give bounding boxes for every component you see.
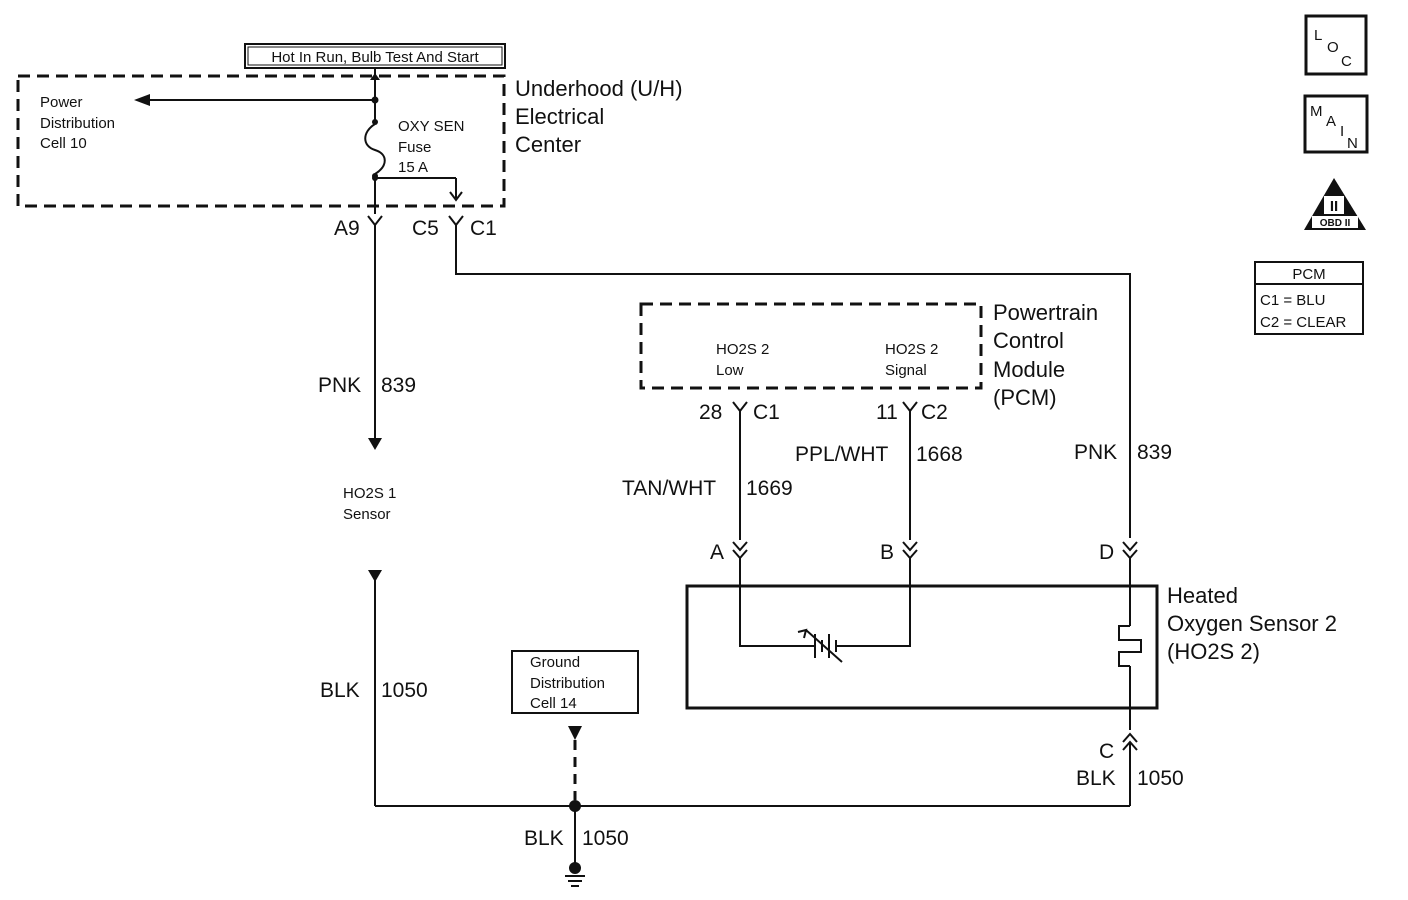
main-icon: M A I N: [1303, 94, 1369, 154]
pcm-module: HO2S 2 Low HO2S 2 Signal Powertrain Cont…: [639, 300, 1098, 410]
power-distribution-label-2: Distribution: [40, 115, 115, 132]
arrow-down-icon: [368, 438, 382, 450]
fuse-label-2: Fuse: [398, 139, 431, 156]
pcm-legend-c1: C1 = BLU: [1260, 292, 1325, 309]
sensor2-title-2: Oxygen Sensor 2: [1167, 611, 1337, 636]
ground-icon: [565, 875, 585, 887]
ground-box-label-1: Ground: [530, 654, 580, 671]
fuse-label-3: 15 A: [398, 159, 428, 176]
uh-center-title-1: Underhood (U/H): [515, 76, 683, 101]
sensor2-title-1: Heated: [1167, 583, 1238, 608]
wire-blk-bottom-color: BLK: [524, 827, 564, 850]
connector-pcm-c2-label: C2: [921, 401, 948, 424]
wire-ppl-circuit: 1668: [916, 443, 963, 466]
wire-blk-left-color: BLK: [320, 679, 360, 702]
underhood-electrical-center: Power Distribution Cell 10 OXY SEN Fuse …: [16, 68, 683, 214]
heater-element-icon: [1118, 625, 1142, 667]
wire-blk-right-circuit: 1050: [1137, 767, 1184, 790]
arrow-down-icon-ground-cell: [568, 726, 582, 740]
uh-center-title-2: Electrical: [515, 104, 604, 129]
pcm-low-label-2: Low: [716, 362, 744, 379]
pcm-title-1: Powertrain: [993, 300, 1098, 325]
pcm-title-4: (PCM): [993, 385, 1057, 410]
connector-a9-label: A9: [334, 217, 360, 240]
wire-ppl-color: PPL/WHT: [795, 443, 889, 466]
ho2s1-label-2: Sensor: [343, 506, 391, 523]
power-distribution-label-1: Power: [40, 94, 83, 111]
loc-letter-c: C: [1341, 53, 1352, 70]
wire-blk-bottom-circuit: 1050: [582, 827, 629, 850]
connector-pcm-c1-label: C1: [753, 401, 780, 424]
ground-box-label-3: Cell 14: [530, 695, 577, 712]
pcm-connector-legend: PCM C1 = BLU C2 = CLEAR: [1254, 261, 1364, 335]
connector-sensor-c: C: [1099, 732, 1138, 763]
connector-sensor-b: B: [880, 541, 918, 564]
connector-pcm-11-label: 11: [876, 401, 898, 424]
wire-tan-color: TAN/WHT: [622, 477, 716, 500]
connector-sensor-a-label: A: [710, 541, 724, 564]
wire-tan-circuit: 1669: [746, 477, 793, 500]
connector-c5-label: C5: [412, 217, 439, 240]
wire-pnk-right-color: PNK: [1074, 441, 1117, 464]
pcm-signal-label-1: HO2S 2: [885, 341, 938, 358]
fuse-label-1: OXY SEN: [398, 118, 464, 135]
pcm-legend-title: PCM: [1292, 266, 1325, 283]
obd-ii-icon: II OBD II: [1304, 178, 1366, 230]
loc-icon: L O C: [1304, 14, 1368, 76]
wire-pnk-right-circuit: 839: [1137, 441, 1172, 464]
ground-distribution-box: Ground Distribution Cell 14: [511, 650, 639, 714]
connector-a9: A9: [334, 215, 383, 240]
top-banner: Hot In Run, Bulb Test And Start: [244, 43, 506, 69]
sensor2-title-3: (HO2S 2): [1167, 639, 1260, 664]
obd-symbol-label: II: [1330, 198, 1338, 215]
connector-pcm-11-c2: 11 C2: [876, 401, 948, 424]
main-letter-n: N: [1347, 135, 1358, 152]
pcm-signal-label-2: Signal: [885, 362, 927, 379]
connector-pcm-28-c1: 28 C1: [699, 401, 780, 424]
pcm-legend-c2: C2 = CLEAR: [1260, 314, 1346, 331]
main-letter-a: A: [1326, 113, 1336, 130]
obd-text-label: OBD II: [1320, 218, 1351, 229]
main-letter-m: M: [1310, 103, 1323, 120]
main-letter-i: I: [1340, 123, 1344, 140]
connector-pcm-28-label: 28: [699, 401, 722, 424]
arrow-up-icon: [370, 73, 380, 80]
wire-pnk-left-color: PNK: [318, 374, 361, 397]
connector-sensor-c-label: C: [1099, 740, 1114, 763]
heated-oxygen-sensor-2: Heated Oxygen Sensor 2 (HO2S 2): [685, 558, 1337, 730]
ho2s1-label-1: HO2S 1: [343, 485, 396, 502]
ground-box-label-2: Distribution: [530, 675, 605, 692]
connector-sensor-d: D: [1099, 541, 1138, 564]
arrow-down-icon-ho2s1-ground: [368, 570, 382, 582]
wire-pnk-left-circuit: 839: [381, 374, 416, 397]
pcm-title-2: Control: [993, 328, 1064, 353]
variable-voltage-source-icon: [797, 628, 843, 663]
loc-letter-l: L: [1314, 27, 1322, 44]
wire-blk-right-color: BLK: [1076, 767, 1116, 790]
pcm-low-label-1: HO2S 2: [716, 341, 769, 358]
connector-sensor-d-label: D: [1099, 541, 1114, 564]
power-distribution-label-3: Cell 10: [40, 135, 87, 152]
connector-sensor-b-label: B: [880, 541, 894, 564]
arrow-left-icon: [134, 94, 150, 106]
connector-c5-c1: C5 C1: [412, 215, 497, 240]
wire-blk-left-circuit: 1050: [381, 679, 428, 702]
wire-pnk-839-right: [455, 238, 1131, 538]
fuse-icon: [364, 123, 386, 175]
uh-center-title-3: Center: [515, 132, 581, 157]
top-banner-label: Hot In Run, Bulb Test And Start: [271, 49, 479, 66]
loc-letter-o: O: [1327, 39, 1339, 56]
connector-c1-uh-label: C1: [470, 217, 497, 240]
pcm-title-3: Module: [993, 357, 1065, 382]
connector-sensor-a: A: [710, 541, 748, 564]
